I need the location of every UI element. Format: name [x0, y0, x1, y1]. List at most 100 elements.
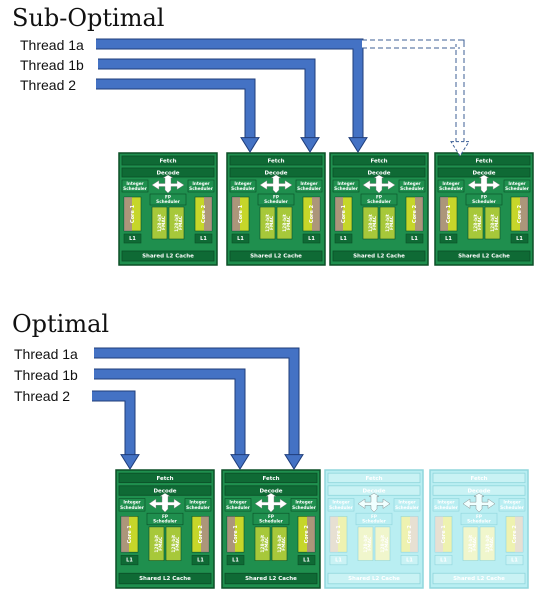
fmac-1-label: 128-bit — [368, 214, 374, 232]
integer-scheduler-left-label-2: Scheduler — [329, 505, 354, 510]
integer-scheduler-left — [332, 179, 360, 193]
core-2-label: Core 2 — [407, 525, 413, 544]
integer-scheduler-right — [503, 179, 531, 193]
fp-scheduler-label: FP — [476, 514, 482, 519]
arrow-head — [300, 137, 320, 153]
core-1-shade — [227, 516, 235, 553]
l1-left-label: L1 — [129, 236, 136, 242]
fetch-label: Fetch — [470, 476, 487, 482]
fmac-1-label-2: FMAC — [372, 216, 378, 230]
dispatch-arrow-icon — [462, 492, 496, 513]
core-1-shade — [440, 197, 448, 231]
integer-scheduler-right-label: Integer — [503, 500, 521, 505]
optimal-module-2: FetchDecodeIntegerSchedulerIntegerSchedu… — [221, 469, 321, 589]
fmac-1-label-2: FMAC — [367, 537, 373, 551]
l1-right-label: L1 — [197, 558, 204, 564]
fmac-1-label: 128-bit — [468, 535, 474, 553]
fetch-label: Fetch — [159, 159, 176, 165]
dispatch-arrow-icon — [362, 174, 396, 194]
fmac-2-label: 128-bit — [174, 214, 180, 232]
fetch-unit — [327, 472, 421, 484]
l1-cache-right — [297, 555, 316, 566]
integer-scheduler-left-label: Integer — [123, 500, 141, 505]
suboptimal-thread-1a-arrow — [96, 38, 368, 153]
fmac-2-label: 128-bit — [385, 214, 391, 232]
integer-scheduler-left-label: Integer — [332, 500, 350, 505]
arrow-head — [240, 137, 260, 153]
optimal-thread-1a-arrow — [94, 347, 304, 470]
fmac-1 — [148, 526, 165, 561]
shared-l2-label: Shared L2 Cache — [348, 576, 400, 582]
arrow-shaft — [362, 40, 464, 144]
integer-scheduler-left-label: Integer — [229, 500, 247, 505]
fetch-unit — [224, 472, 318, 484]
core-1-shade — [121, 516, 129, 553]
l1-cache-left — [329, 555, 348, 566]
decode-label: Decode — [264, 171, 287, 177]
l1-cache-right — [191, 555, 210, 566]
fmac-1 — [357, 526, 374, 561]
dispatch-arrow-icon — [259, 174, 293, 194]
fetch-unit — [332, 155, 426, 166]
shared-l2-label: Shared L2 Cache — [250, 254, 302, 260]
dispatch-arrow-icon — [254, 492, 288, 513]
fmac-1-label-2: FMAC — [264, 537, 270, 551]
fetch-unit — [432, 472, 526, 484]
core-1-shade — [124, 197, 132, 231]
fetch-unit — [229, 155, 323, 166]
integer-scheduler-right-label-2: Scheduler — [186, 505, 211, 510]
integer-scheduler-right-label: Integer — [508, 181, 526, 186]
integer-scheduler-left — [437, 179, 465, 193]
suboptimal-module-4: FetchDecodeIntegerSchedulerIntegerSchedu… — [434, 152, 534, 266]
fp-scheduler-label: FP — [268, 514, 274, 519]
fetch-unit — [121, 155, 215, 166]
arrow-shaft — [98, 59, 315, 140]
integer-scheduler-left — [224, 498, 252, 512]
l1-cache-right — [194, 233, 213, 244]
fp-scheduler — [146, 512, 184, 526]
integer-scheduler-left-label-2: Scheduler — [439, 186, 464, 191]
core-1-label: Core 1 — [130, 204, 136, 223]
integer-scheduler-right-label-2: Scheduler — [395, 505, 420, 510]
integer-scheduler-left-label: Integer — [337, 181, 355, 186]
core-1-label: Core 1 — [341, 204, 347, 223]
shared-l2-label: Shared L2 Cache — [353, 254, 405, 260]
fp-scheduler-label-2: Scheduler — [153, 519, 178, 524]
arrow-outline — [92, 390, 136, 457]
integer-scheduler-right-label-2: Scheduler — [189, 186, 214, 191]
integer-scheduler-right-label-2: Scheduler — [297, 186, 322, 191]
fp-scheduler — [149, 193, 187, 206]
decode-label: Decode — [153, 489, 176, 495]
integer-scheduler-left — [121, 179, 149, 193]
suboptimal-thread-1b-label: Thread 1b — [20, 57, 84, 73]
l1-cache-right — [405, 233, 424, 244]
fp-scheduler-label: FP — [165, 195, 171, 200]
dispatch-arrow-icon — [148, 492, 182, 513]
suboptimal-module-1: FetchDecodeIntegerSchedulerIntegerSchedu… — [118, 152, 218, 266]
shared-l2-cache — [121, 250, 215, 262]
core-2-shade — [201, 516, 209, 553]
core-1-label: Core 1 — [233, 525, 239, 544]
suboptimal-module-2: FetchDecodeIntegerSchedulerIntegerSchedu… — [226, 152, 326, 266]
integer-scheduler-left-label-2: Scheduler — [120, 505, 145, 510]
l1-left-label: L1 — [126, 558, 133, 564]
l1-right-label: L1 — [308, 236, 315, 242]
integer-scheduler-left — [327, 498, 355, 512]
fmac-2 — [276, 206, 293, 240]
fp-scheduler-label: FP — [481, 195, 487, 200]
core-1-label: Core 1 — [441, 525, 447, 544]
fmac-1 — [467, 206, 484, 240]
arrow-outline — [98, 58, 316, 140]
integer-scheduler-right-label-2: Scheduler — [400, 186, 425, 191]
fp-scheduler-label: FP — [162, 514, 168, 519]
integer-scheduler-left-label-2: Scheduler — [434, 505, 459, 510]
fmac-1 — [362, 206, 379, 240]
shared-l2-cache — [332, 250, 426, 262]
l1-cache-left — [123, 233, 142, 244]
fmac-2 — [484, 206, 501, 240]
fmac-2-label: 128-bit — [490, 214, 496, 232]
arrow-outline — [94, 368, 246, 457]
decode-label: Decode — [467, 489, 490, 495]
fetch-label: Fetch — [475, 159, 492, 165]
l1-cache-left — [434, 555, 453, 566]
